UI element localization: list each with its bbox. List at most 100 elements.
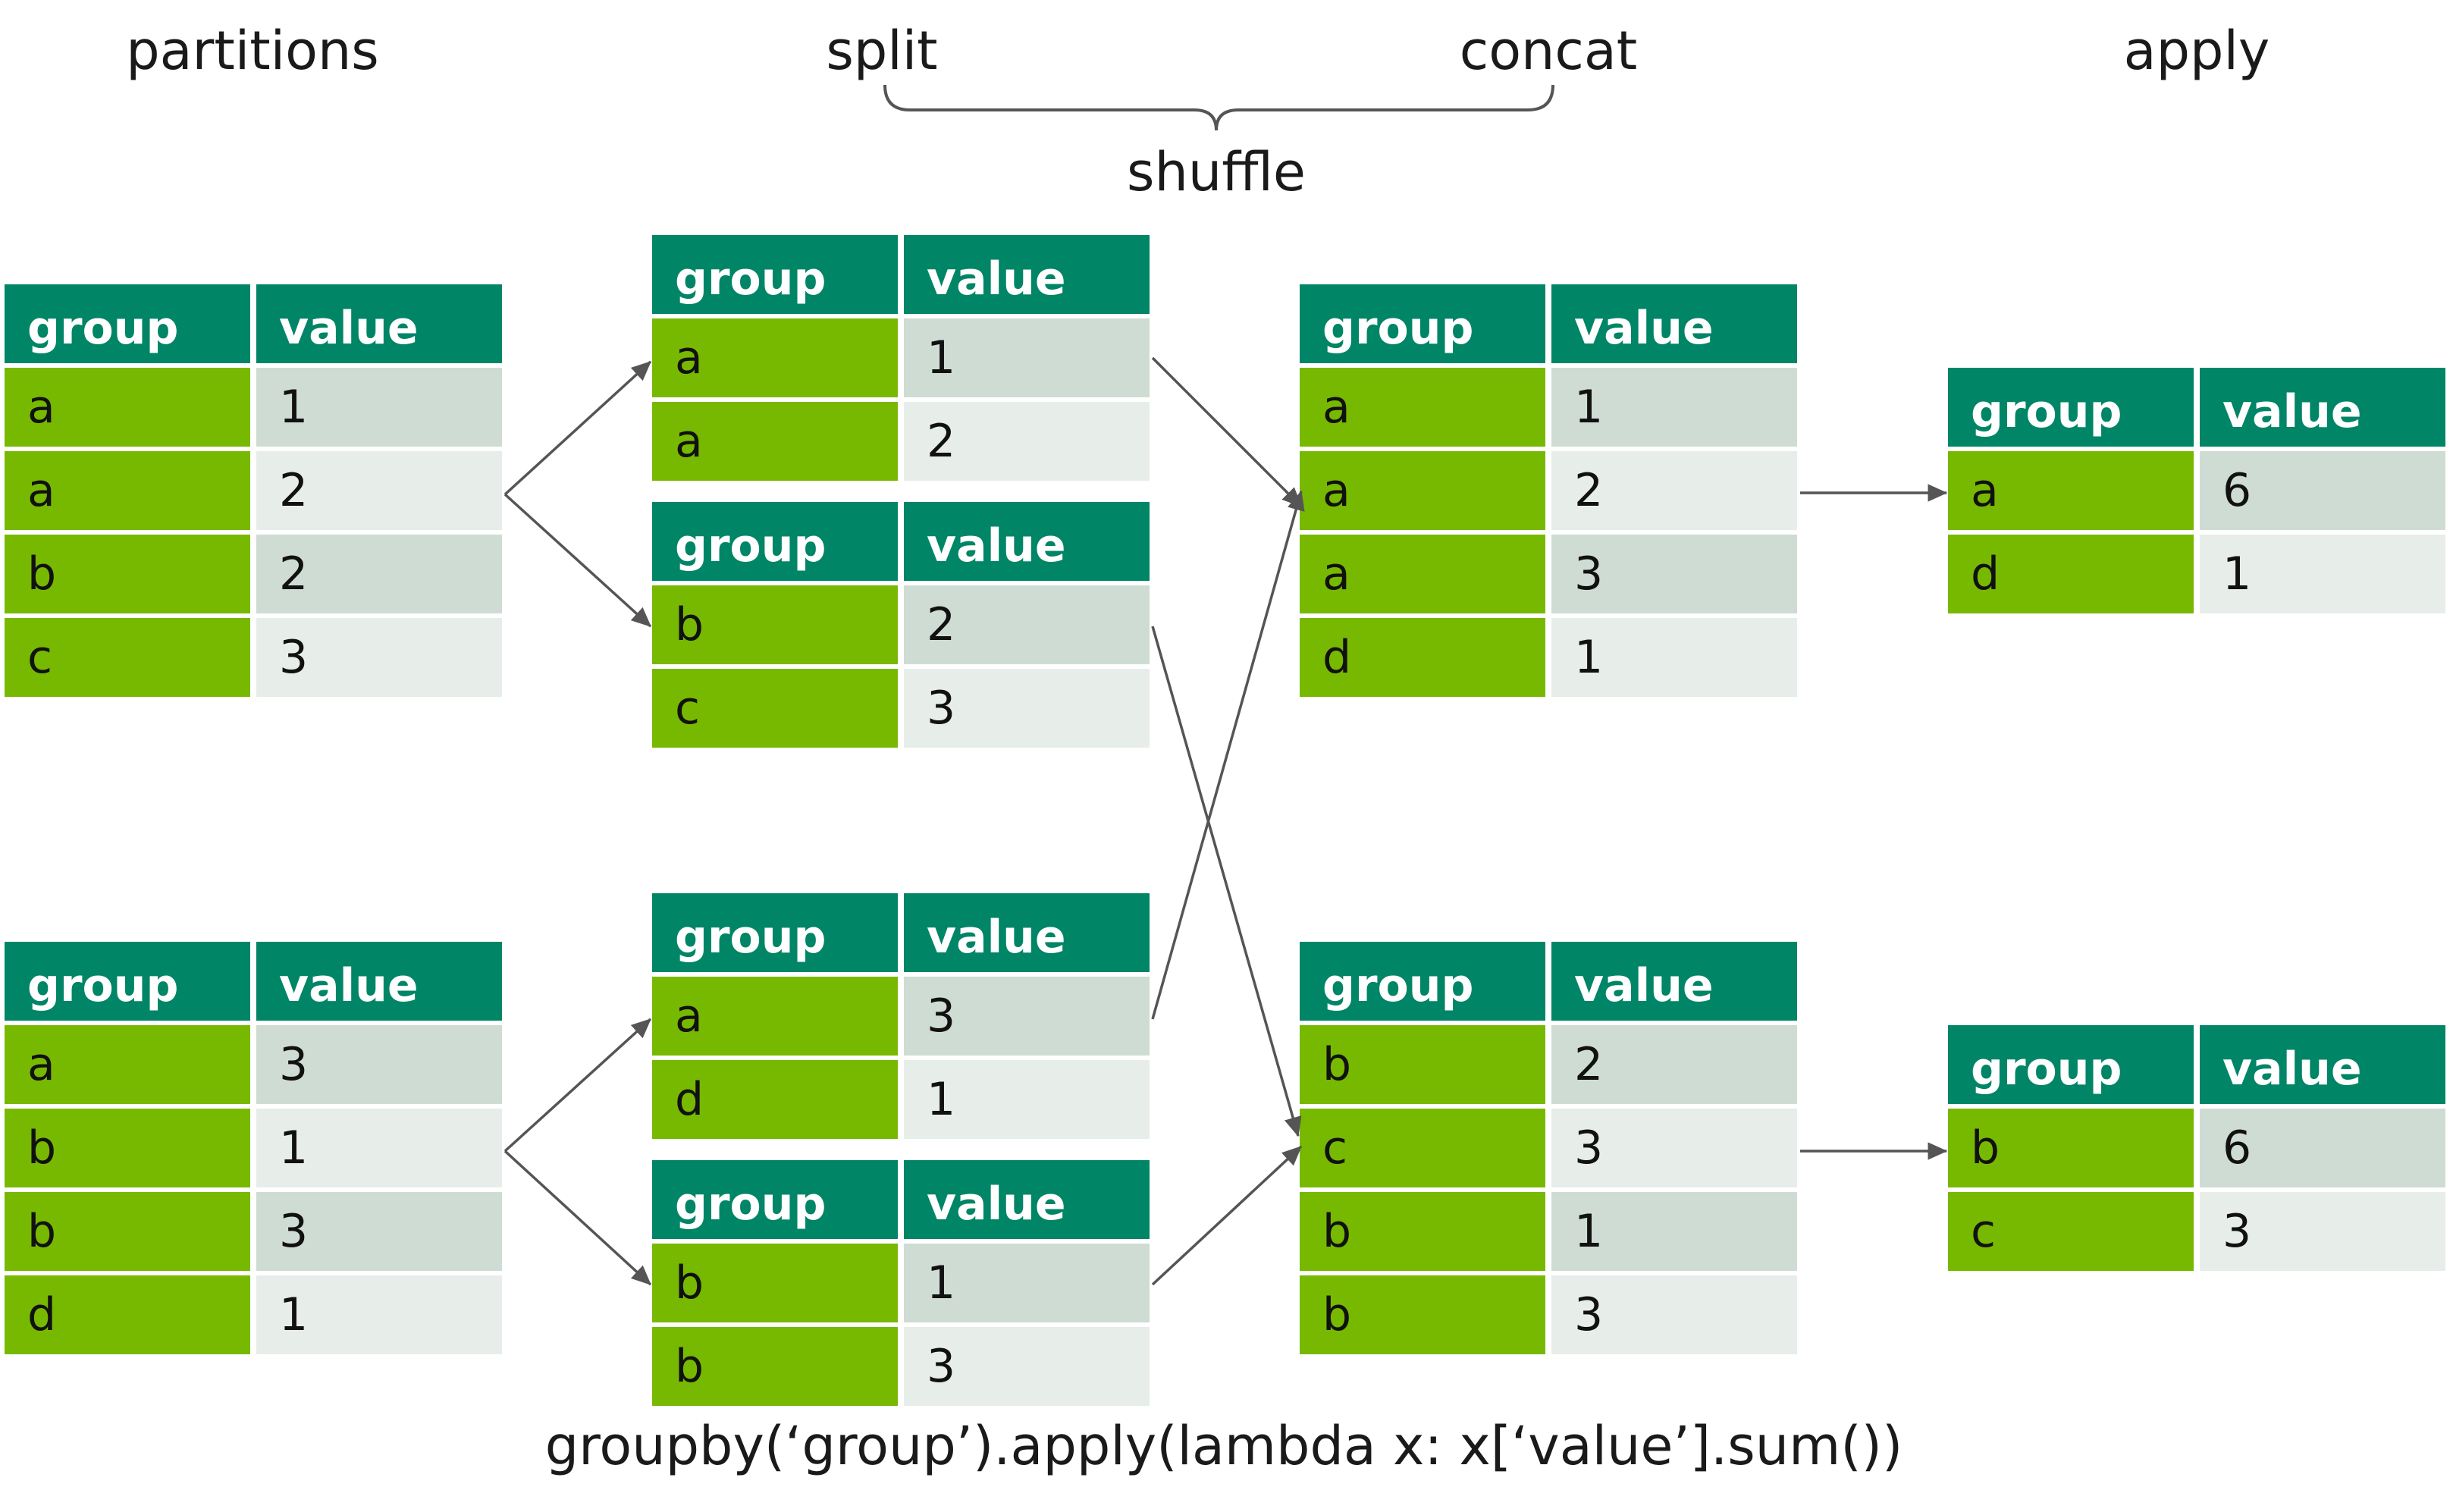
group-cell: d (1948, 535, 2194, 613)
header-value: value (904, 235, 1150, 314)
value-cell: 1 (256, 368, 502, 447)
header-group: group (652, 893, 898, 972)
stage-label-partitions: partitions (126, 20, 379, 82)
value-cell: 3 (256, 618, 502, 697)
group-cell: c (1948, 1192, 2194, 1271)
group-cell: a (1300, 368, 1545, 447)
group-cell: b (5, 535, 250, 613)
group-cell: c (652, 669, 898, 748)
group-cell: a (5, 451, 250, 530)
group-cell: b (1300, 1025, 1545, 1104)
group-cell: a (1300, 535, 1545, 613)
stage-label-split: split (826, 20, 938, 82)
shuffle-brace (883, 84, 1554, 131)
value-cell: 3 (256, 1025, 502, 1104)
header-value: value (1551, 284, 1797, 363)
value-cell: 1 (904, 1244, 1150, 1322)
group-cell: c (1300, 1109, 1545, 1187)
header-value: value (2200, 1025, 2445, 1104)
group-cell: b (652, 1327, 898, 1406)
value-cell: 1 (904, 1060, 1150, 1139)
value-cell: 3 (1551, 535, 1797, 613)
value-cell: 1 (1551, 1192, 1797, 1271)
groupby-caption: groupby(‘group’).apply(lambda x: x[‘valu… (544, 1415, 1903, 1477)
header-value: value (904, 893, 1150, 972)
value-cell: 2 (1551, 451, 1797, 530)
arrow-split4-to-concat2 (1151, 1145, 1303, 1286)
value-cell: 1 (1551, 368, 1797, 447)
group-cell: a (652, 318, 898, 397)
value-cell: 2 (1551, 1025, 1797, 1104)
value-cell: 1 (1551, 618, 1797, 697)
header-group: group (1300, 284, 1545, 363)
arrow-partition1-to-split1 (503, 360, 652, 496)
group-cell: b (5, 1109, 250, 1187)
header-group: group (1948, 368, 2194, 447)
arrow-split3-to-concat1 (1151, 490, 1305, 1020)
stage-label-apply: apply (2123, 20, 2270, 82)
group-cell: b (1948, 1109, 2194, 1187)
header-group: group (5, 284, 250, 363)
header-group: group (5, 942, 250, 1021)
value-cell: 3 (1551, 1275, 1797, 1354)
value-cell: 1 (904, 318, 1150, 397)
value-cell: 2 (256, 451, 502, 530)
value-cell: 2 (256, 535, 502, 613)
group-cell: d (652, 1060, 898, 1139)
header-group: group (652, 235, 898, 314)
group-cell: b (1300, 1275, 1545, 1354)
group-cell: b (652, 1244, 898, 1322)
header-value: value (256, 942, 502, 1021)
value-cell: 1 (256, 1275, 502, 1354)
header-value: value (904, 1160, 1150, 1239)
group-cell: a (1300, 451, 1545, 530)
value-cell: 3 (256, 1192, 502, 1271)
header-group: group (1300, 942, 1545, 1021)
header-group: group (1948, 1025, 2194, 1104)
group-cell: d (1300, 618, 1545, 697)
header-value: value (256, 284, 502, 363)
value-cell: 1 (2200, 535, 2445, 613)
value-cell: 3 (904, 669, 1150, 748)
group-cell: a (1948, 451, 2194, 530)
